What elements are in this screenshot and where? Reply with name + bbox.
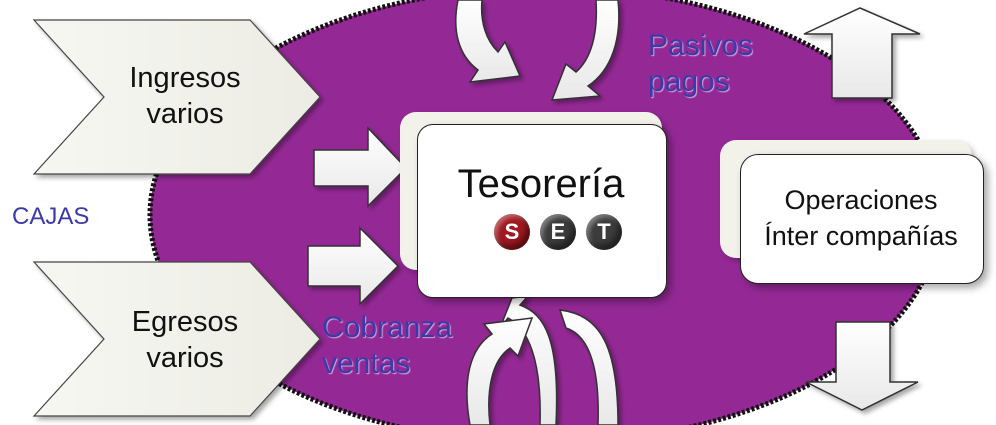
down-arrow-icon [805, 321, 919, 411]
pasivos-label: Pasivos pagos [648, 29, 754, 98]
cobranza-label: Cobranza ventas [322, 311, 453, 380]
egresos-label: Egresos varios [131, 306, 239, 374]
top-circular-arrow-icon [455, 0, 620, 101]
operaciones-box [740, 154, 984, 284]
set-t-badge: T [586, 214, 622, 250]
ingresos-chevron-shape [32, 19, 321, 175]
upper-right-arrow-icon [313, 126, 408, 208]
operaciones-label: Operaciones Ínter compañías [764, 185, 958, 251]
set-s-badge: S [494, 214, 530, 250]
set-e-badge: E [540, 214, 576, 250]
cajas-label: CAJAS [12, 203, 90, 230]
tesoreria-label: Tesorería [457, 162, 625, 206]
egresos-chevron-shape [32, 261, 321, 417]
lower-right-arrow-icon [307, 226, 400, 306]
bottom-circular-arrow-icon [466, 295, 619, 425]
up-arrow-icon [803, 7, 921, 99]
ingresos-label: Ingresos varios [129, 62, 241, 130]
